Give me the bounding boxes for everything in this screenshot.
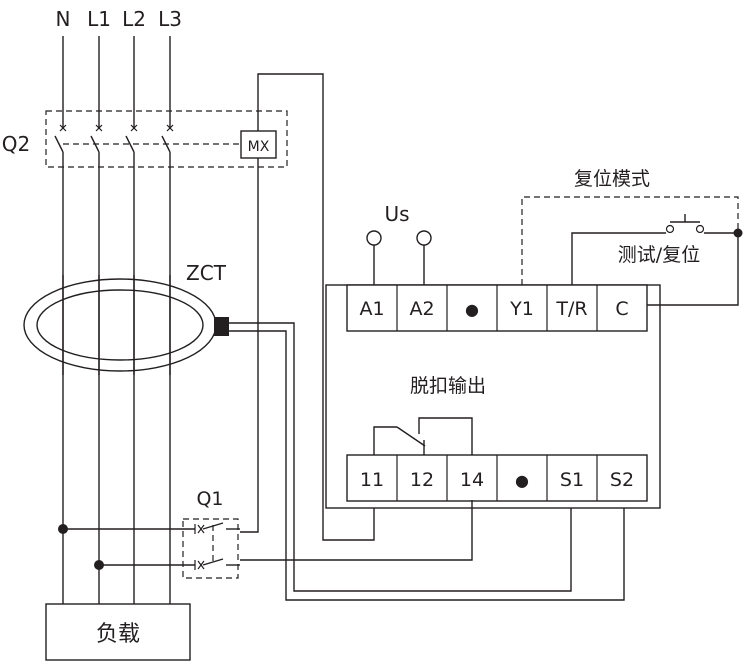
breaker-q2: MX (45, 110, 288, 168)
terminal-a1: A1 (359, 298, 384, 320)
terminal-s1: S1 (560, 469, 584, 491)
terminal-c: C (615, 298, 628, 320)
reset-button-label: 测试/复位 (618, 244, 700, 266)
terminal-s2: S2 (610, 469, 634, 491)
reset-button-icon (665, 214, 705, 234)
supply-terminals (366, 230, 432, 285)
terminal-14: 14 (460, 469, 484, 491)
contactor-q1 (58, 518, 240, 579)
trip-output-label: 脱扣输出 (410, 375, 486, 397)
zct-secondary-wiring (229, 322, 625, 601)
reset-mode-label: 复位模式 (574, 168, 650, 190)
mx-wiring (240, 73, 375, 541)
terminal-dot-top: ● (465, 300, 479, 319)
terminal-12: 12 (410, 469, 434, 491)
shunt-trip-mx (240, 130, 277, 159)
phase-label-l2: L2 (122, 7, 146, 31)
relay-module (325, 284, 661, 509)
trip-output-contact (373, 417, 473, 455)
load-label: 负载 (96, 622, 140, 647)
supply-label: Us (384, 202, 409, 226)
zct-core (23, 275, 229, 375)
terminal-y1: Y1 (509, 298, 534, 320)
reset-mode-wiring (521, 196, 743, 306)
breaker-q2-label: Q2 (2, 132, 30, 156)
terminal-14-wiring (240, 500, 473, 561)
phase-label-l3: L3 (158, 7, 182, 31)
contactor-q1-label: Q1 (196, 488, 223, 510)
load-box (45, 603, 191, 661)
terminal-tr: T/R (555, 298, 587, 320)
zct-terminal (214, 317, 229, 336)
terminal-a2: A2 (409, 298, 434, 320)
phase-lines-top (62, 36, 171, 128)
zct-label: ZCT (186, 261, 227, 285)
phase-label-n: N (56, 7, 71, 31)
terminal-dot-bottom: ● (515, 471, 529, 490)
terminal-11: 11 (360, 469, 384, 491)
phase-label-l1: L1 (87, 7, 111, 31)
phase-lines-main (62, 152, 171, 604)
shunt-trip-label: MX (248, 139, 270, 155)
